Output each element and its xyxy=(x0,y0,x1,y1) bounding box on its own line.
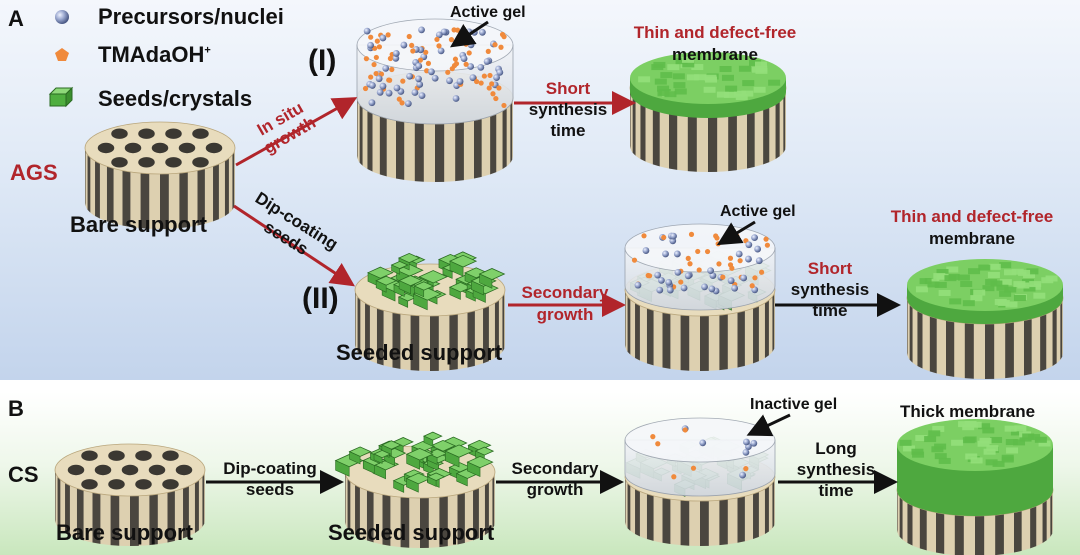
inactive-gel-container xyxy=(624,417,776,497)
thin-membrane-2 xyxy=(907,259,1063,324)
route-1-roman-label: (I) xyxy=(308,44,337,77)
active-gel-label-1: Active gel xyxy=(450,4,526,21)
active-gel-label-2: Active gel xyxy=(720,203,796,220)
active-gel-container-2 xyxy=(624,223,776,311)
seeded-support-label-b: Seeded support xyxy=(328,520,495,545)
seed-crystal-icon xyxy=(48,86,74,108)
inactive-gel-label: Inactive gel xyxy=(750,396,838,413)
pointer-active-gel-1 xyxy=(450,20,489,48)
active-gel-container-1 xyxy=(356,18,514,125)
legend-tmadaoh-label: TMAdaOH+ xyxy=(98,42,211,67)
seeded-support-label-a: Seeded support xyxy=(336,340,503,365)
tmadaoh-icon xyxy=(55,48,69,61)
precursor-icon xyxy=(55,10,69,24)
bare-support-label: Bare support xyxy=(70,212,207,237)
arrow-dip-coating-a xyxy=(233,204,355,287)
method-cs-label: CS xyxy=(8,462,39,487)
bare-support-b xyxy=(54,443,206,546)
method-ags-label: AGS xyxy=(10,160,58,185)
pointer-active-gel-2 xyxy=(716,220,756,246)
thick-membrane xyxy=(897,419,1053,516)
thin-membrane-1 xyxy=(630,52,786,118)
thick-membrane-label: Thick membrane xyxy=(900,402,1036,421)
panel-b-letter: B xyxy=(8,396,24,421)
arrow-in-situ-growth xyxy=(235,97,358,167)
legend-seeds-label: Seeds/crystals xyxy=(98,86,253,111)
seed-layer-b xyxy=(334,431,495,493)
bare-support-a xyxy=(84,121,236,229)
legend-precursors-label: Precursors/nuclei xyxy=(98,4,284,29)
seed-layer-a xyxy=(367,251,506,311)
bare-support-label-b: Bare support xyxy=(56,520,193,545)
route-2-roman-label: (II) xyxy=(302,282,339,315)
pointer-inactive-gel xyxy=(746,413,791,437)
panel-a-letter: A xyxy=(8,6,24,31)
